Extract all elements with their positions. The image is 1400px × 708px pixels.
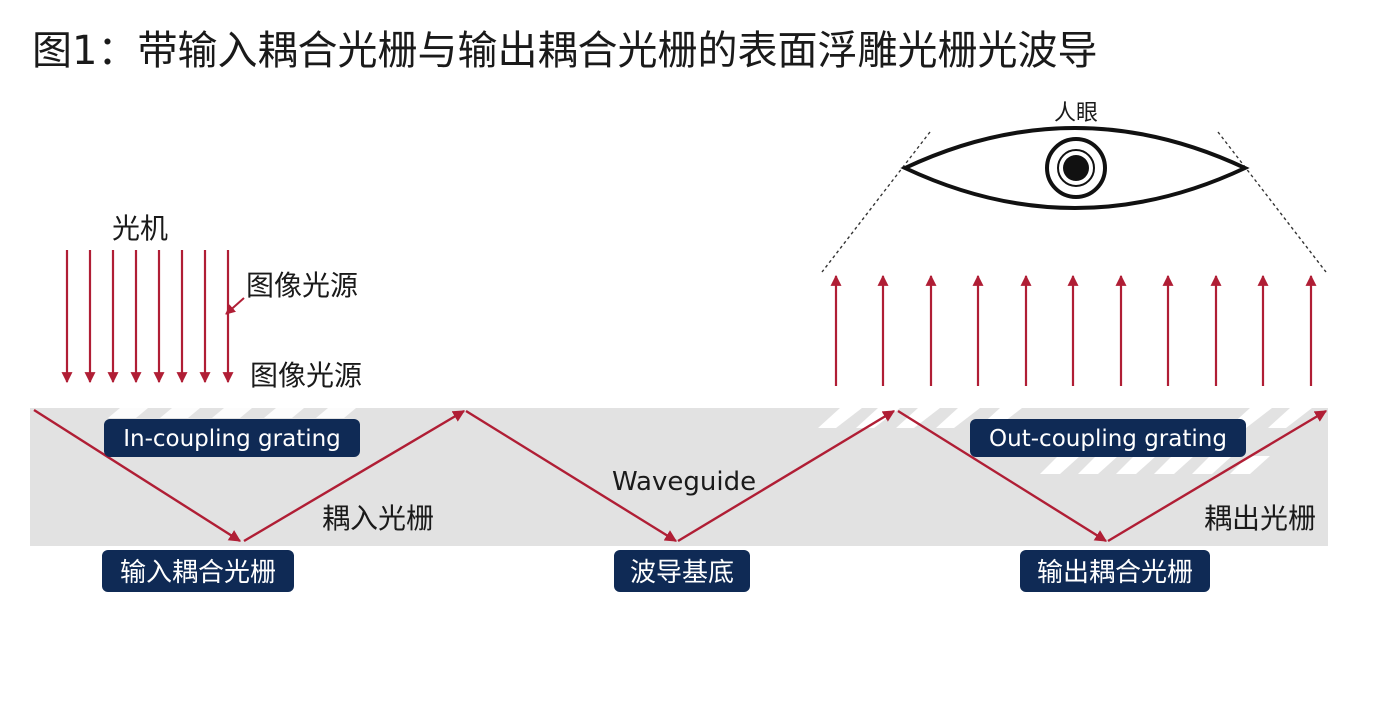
- badge-in-coupling-en: In-coupling grating: [104, 419, 360, 457]
- figure-title: 图1：带输入耦合光栅与输出耦合光栅的表面浮雕光栅光波导: [32, 28, 1098, 74]
- svg-text:In-coupling grating: In-coupling grating: [123, 426, 341, 452]
- svg-text:输入耦合光栅: 输入耦合光栅: [120, 558, 276, 588]
- in-coupling-grating-stripes: [108, 408, 356, 418]
- coupling-in-cn-label: 耦入光栅: [322, 502, 434, 535]
- badge-out-coupling-cn: 输出耦合光栅: [1020, 550, 1210, 592]
- coupling-out-cn-label: 耦出光栅: [1204, 502, 1316, 535]
- zigzag-light-path: [33, 408, 1328, 543]
- image-source-label-1: 图像光源: [246, 269, 358, 302]
- waveguide-label: Waveguide: [612, 467, 756, 497]
- svg-text:Out-coupling grating: Out-coupling grating: [989, 426, 1227, 452]
- eye-label: 人眼: [1054, 101, 1098, 126]
- badge-in-coupling-cn: 输入耦合光栅: [102, 550, 294, 592]
- badge-substrate-cn: 波导基底: [614, 550, 750, 592]
- image-source-label-2: 图像光源: [250, 359, 362, 392]
- projector-label: 光机: [112, 212, 168, 245]
- svg-text:输出耦合光栅: 输出耦合光栅: [1037, 558, 1193, 588]
- image-source-pointer: [225, 297, 245, 315]
- outgoing-rays: [830, 274, 1317, 386]
- incoming-rays: [61, 250, 234, 384]
- badge-out-coupling-en: Out-coupling grating: [970, 419, 1246, 457]
- svg-text:波导基底: 波导基底: [630, 558, 734, 588]
- eye-icon: [821, 126, 1327, 273]
